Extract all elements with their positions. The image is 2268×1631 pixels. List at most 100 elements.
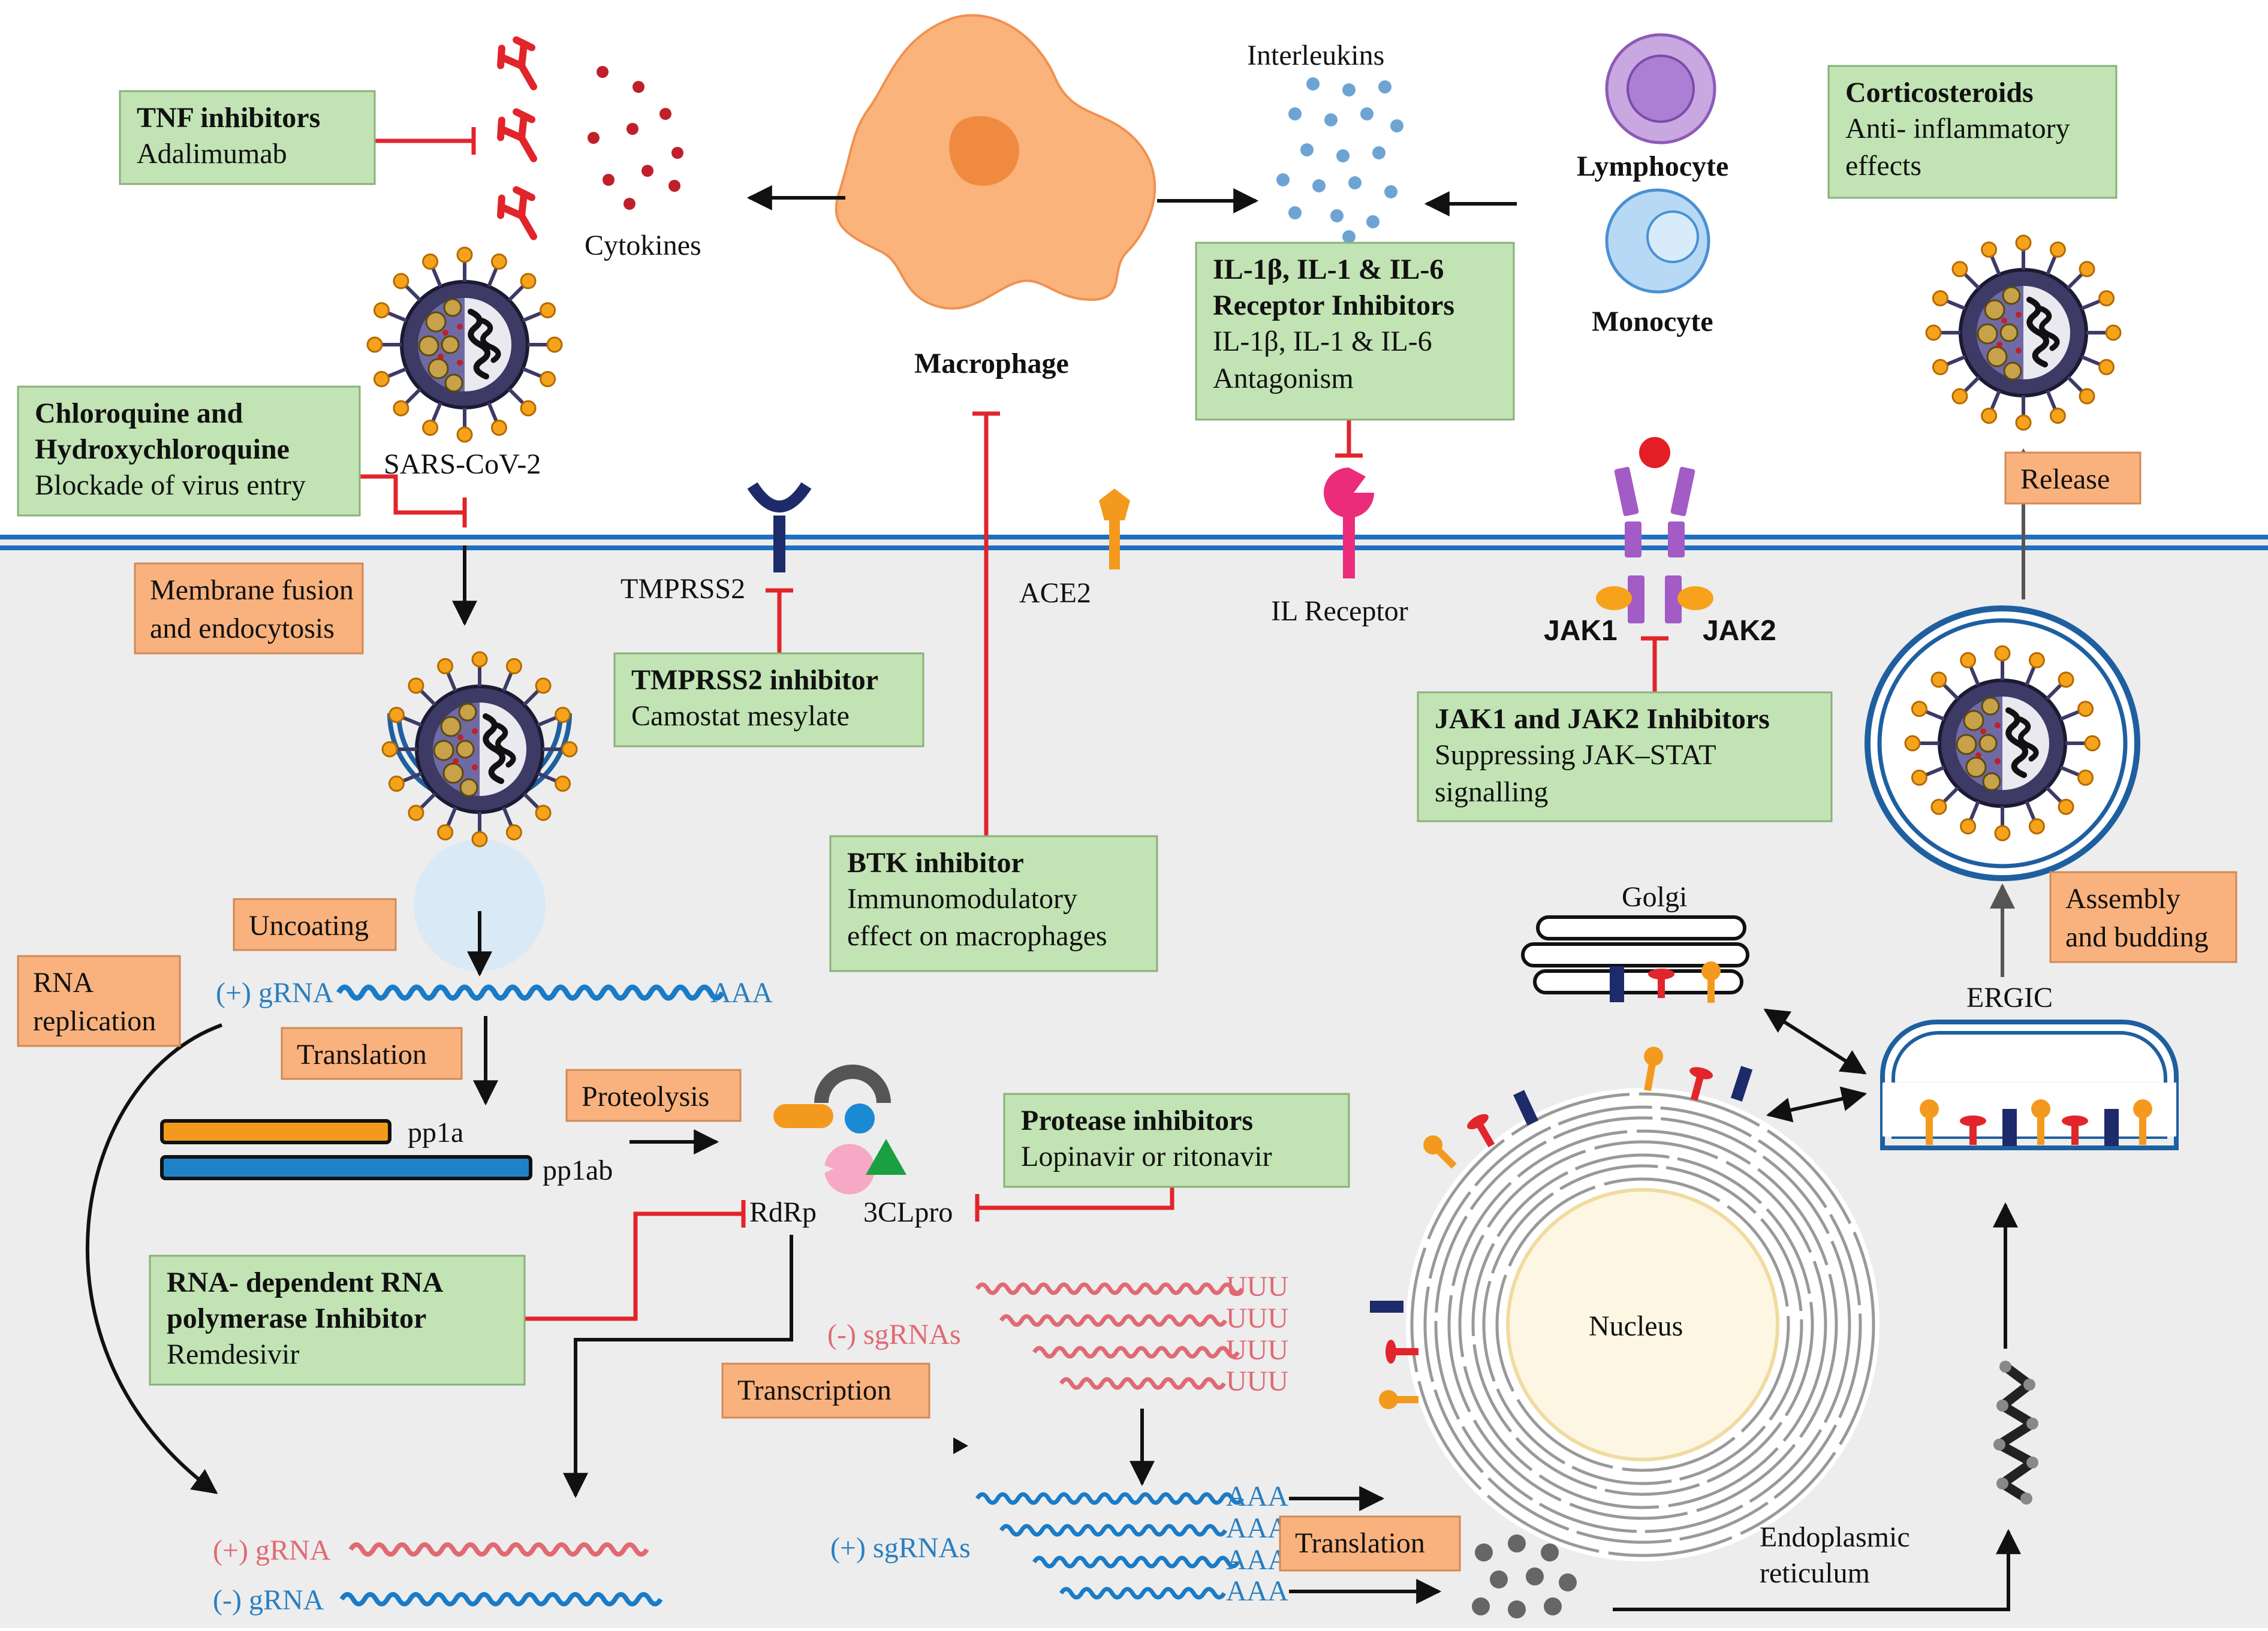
release-box: Release	[2004, 451, 2142, 505]
btk-inhibitor-box-line-1: Immunomodulatory	[847, 883, 1077, 915]
il-receptor-inhibitors-box-line-2: Antagonism	[1213, 363, 1354, 394]
cytokine-dots	[588, 66, 683, 210]
macrophage-label: Macrophage	[914, 348, 1069, 379]
cytokines-label: Cytokines	[585, 230, 701, 261]
chloroquine-box-line-1: Blockade of virus entry	[35, 469, 306, 501]
sars-cov-2-virus-top	[366, 246, 563, 443]
3clpro-label: 3CLpro	[863, 1196, 953, 1228]
translation-box-bottom-line-1: Translation	[1295, 1527, 1425, 1559]
chloroquine-box: Chloroquine andHydroxychloroquineBlockad…	[17, 385, 361, 517]
pp1a-label: pp1a	[408, 1117, 463, 1148]
arrow-rna-replication	[86, 1023, 223, 1494]
rdrp-inhibitor-box-line-1: Remdesivir	[167, 1338, 299, 1370]
jak-receptor	[1596, 437, 1713, 623]
transcription-box: Transcription	[721, 1362, 930, 1419]
plus-sgrna-wave-4	[1059, 1587, 1226, 1600]
rna-replication-box-line-2: replication	[33, 1005, 156, 1037]
rna-replication-box-line-1: RNA	[33, 967, 94, 999]
jak1-label: JAK1	[1544, 615, 1618, 647]
arrow-proteins-to-zigzag	[1613, 1529, 2021, 1611]
golgi-label: Golgi	[1622, 881, 1687, 913]
aaa-sg-4: AAA	[1226, 1575, 1288, 1607]
il-receptor-inhibitors-box-line-1: IL-1β, IL-1 & IL-6	[1213, 325, 1432, 357]
sars-cov-2-label: SARS-CoV-2	[384, 448, 541, 480]
tmprss2-inhibitor-box-title-1: TMPRSS2 inhibitor	[631, 664, 878, 696]
inhibition-lines	[360, 127, 1668, 1321]
minus-grna-bottom-label: (-) gRNA	[213, 1584, 324, 1616]
rdrp-label: RdRp	[749, 1196, 817, 1228]
arrow-transcription-head	[953, 1437, 968, 1454]
membrane-fusion-box-line-1: Membrane fusion	[150, 574, 354, 606]
transcription-box-line-1: Transcription	[737, 1374, 891, 1406]
translation-box-bottom: Translation	[1279, 1515, 1461, 1572]
plus-grna-top-label: (+) gRNA	[216, 977, 334, 1009]
il-receptor-inhibitors-box-title-1: IL-1β, IL-1 & IL-6	[1213, 254, 1444, 285]
released-virus	[1925, 234, 2122, 431]
chloroquine-box-title-1: Chloroquine and	[35, 397, 243, 429]
membrane-fusion-box: Membrane fusion and endocytosis	[134, 562, 364, 655]
plus-sgrnas-label: (+) sgRNAs	[830, 1532, 971, 1564]
protease-inhibitors-box-line-1: Lopinavir or ritonavir	[1021, 1141, 1272, 1172]
assembly-budding-box-line-2: and budding	[2065, 921, 2209, 953]
corticosteroids-box-line-2: effects	[1845, 150, 1921, 182]
tmprss2-receptor	[747, 482, 812, 572]
macrophage-cell	[835, 14, 1156, 310]
pp1ab-bar	[160, 1155, 532, 1180]
translation-box-top: Translation	[281, 1027, 463, 1080]
chloroquine-box-title-2: Hydroxychloroquine	[35, 433, 290, 465]
assembly-budding-box: Assembly and budding	[2049, 871, 2237, 963]
translation-box-top-line-1: Translation	[297, 1039, 427, 1071]
uncoating-box: Uncoating	[233, 898, 397, 951]
assembly-budding-box-line-1: Assembly	[2065, 883, 2180, 915]
minus-sgrna-wave-3	[1032, 1346, 1240, 1359]
protease-inhibitors-box-title-1: Protease inhibitors	[1021, 1105, 1253, 1136]
ergic-label: ERGIC	[1966, 982, 2053, 1014]
golgi-proteins	[1610, 961, 1721, 1003]
ergic-proteins	[1920, 1099, 2152, 1146]
plus-sgrna-wave-2	[999, 1524, 1227, 1537]
virus-spikes	[381, 651, 578, 848]
arrow-golgi-ergic	[1763, 1008, 1867, 1075]
endosome-virus	[381, 651, 578, 971]
interleukin-dots	[1276, 77, 1403, 243]
minus-sgrna-wave-4	[1059, 1377, 1226, 1390]
grna-wave-top	[336, 984, 725, 1001]
lymphocyte-cell	[1605, 33, 1716, 144]
ace2-label: ACE2	[1019, 577, 1091, 609]
aaa-top-label: AAA	[710, 977, 773, 1009]
jak-inhibitors-box-line-1: Suppressing JAK–STAT	[1435, 739, 1716, 771]
structural-protein-dots	[1472, 1534, 1577, 1618]
rna-replication-box: RNA replication	[17, 955, 181, 1047]
budding-vesicle-virus	[1865, 605, 2140, 881]
nucleus	[1506, 1188, 1779, 1461]
plus-sgrna-waves	[975, 1492, 1244, 1600]
golgi-apparatus	[1521, 915, 1749, 994]
release-box-line-1: Release	[2020, 463, 2110, 495]
il-receptor	[1324, 468, 1374, 578]
pp1a-bar	[160, 1119, 391, 1144]
minus-sgrna-wave-2	[999, 1314, 1227, 1327]
virus-spikes	[1925, 234, 2122, 431]
tnf-inhibitors-box-line-1: Adalimumab	[137, 138, 287, 170]
il-receptor-inhibitors-box-title-2: Receptor Inhibitors	[1213, 290, 1454, 321]
minus-sgrna-wave-1	[975, 1282, 1244, 1295]
monocyte-label: Monocyte	[1592, 306, 1713, 337]
btk-inhibitor-box-line-2: effect on macrophages	[847, 920, 1107, 952]
uuu-4: UUU	[1226, 1365, 1288, 1397]
tmprss2-inhibitor-box-line-1: Camostat mesylate	[631, 700, 850, 732]
membrane-fusion-box-line-2: and endocytosis	[150, 613, 335, 644]
tmprss2-label: TMPRSS2	[621, 573, 745, 605]
er-label-line1: Endoplasmic	[1760, 1521, 1910, 1553]
tnf-inhibitors-box-title-1: TNF inhibitors	[137, 102, 320, 134]
minus-sgrnas-label: (-) sgRNAs	[827, 1319, 961, 1350]
corticosteroids-box-title-1: Corticosteroids	[1845, 77, 2034, 108]
